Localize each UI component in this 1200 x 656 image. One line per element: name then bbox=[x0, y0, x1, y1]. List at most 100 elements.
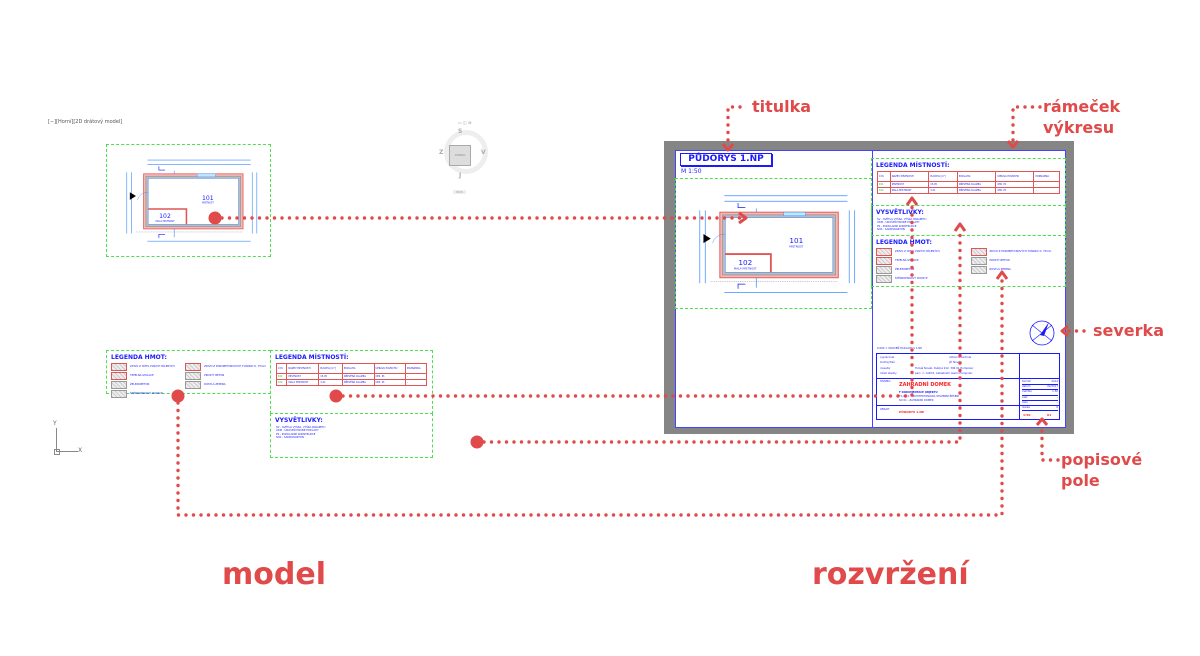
hatch-swatch bbox=[111, 372, 127, 380]
frame-divider bbox=[872, 150, 873, 428]
viewcube-compass-ring[interactable] bbox=[444, 130, 488, 174]
room-102-name: MALÁ MÍSTNOST bbox=[156, 220, 176, 223]
obsah-label: OBSAH: bbox=[880, 408, 891, 411]
floor-plan: 101 MÍSTNOST 102 MALÁ MÍSTNOST bbox=[126, 159, 258, 242]
rooms-cell: OMÍ. P1 bbox=[995, 187, 1035, 194]
connector-legend-rooms bbox=[341, 202, 914, 398]
drawing-scale: M 1:50 bbox=[681, 168, 702, 175]
model-plan-viewport-frame: 101 MÍSTNOST 102 MALÁ MÍSTNOST bbox=[106, 144, 271, 257]
side-label: část bbox=[1022, 395, 1028, 399]
layout-plan-viewport[interactable]: 101 MÍSTNOST 102 MALÁ MÍSTNOST bbox=[675, 178, 872, 309]
misto-value: parc. č. 1425/1, katastrální území Humpo… bbox=[915, 372, 973, 375]
side-value: 2xA4 bbox=[1051, 380, 1058, 383]
arrow-down-icon bbox=[721, 143, 735, 152]
legend-hmot-item: TEPELNÁ IZOLACE bbox=[876, 257, 967, 265]
legend-hmot-label: ŽELEZOBETON bbox=[895, 268, 915, 272]
rooms-cell: – bbox=[1033, 187, 1060, 194]
side-label: datum bbox=[1022, 385, 1031, 389]
legend-hmot-item: TEPELNÁ IZOLACE bbox=[111, 372, 181, 380]
connector-popisove bbox=[1040, 422, 1060, 462]
legend-hmot-item: PROSTÝ BETON bbox=[970, 257, 1062, 265]
marker-legend-hmot bbox=[171, 389, 185, 403]
legend-hmot-list: ZDIVO Z CIHEL PLNÝCH PÁLENÝCH ZDIVO Z POR… bbox=[872, 248, 1065, 283]
arrow-up-icon bbox=[905, 196, 919, 206]
doc-line2: F.1.01.1. ARCHITEKTONICKO-STAVEBNÍ ŘEŠEN… bbox=[899, 395, 960, 398]
hatch-swatch bbox=[876, 257, 892, 265]
title-block[interactable]: 0,000 = ÚROVEŇ PODLAHY V 1.NP vypracoval… bbox=[872, 344, 1066, 428]
obsah-value: PŮDORYS 1.NP bbox=[899, 410, 925, 414]
viewport-controls-icon[interactable]: ▭ ◫ ⊠ bbox=[458, 120, 472, 125]
callout-ramecek-1: rámeček bbox=[1043, 97, 1121, 116]
viewcube-face-top[interactable]: SHORA bbox=[449, 145, 471, 166]
side-label: formát bbox=[1022, 380, 1031, 383]
vysvetlivky-item: SDK - SÁDROKARTON bbox=[276, 436, 304, 440]
vypracoval-value: Ondřej Plaš bbox=[880, 361, 895, 364]
hatch-swatch bbox=[111, 390, 127, 398]
rooms-cell: MALÁ MÍSTNOST bbox=[889, 187, 930, 194]
hatch-swatch bbox=[111, 381, 127, 389]
legend-hmot-label: ZDIVO Z POROBETONOVÝCH TVÁRNIC tl. 75mm bbox=[989, 250, 1052, 254]
arrow-up-icon bbox=[995, 270, 1009, 280]
title-block-side-row: číslo– bbox=[1022, 401, 1058, 406]
callout-severka: severka bbox=[1093, 321, 1164, 340]
side-label: číslo bbox=[1022, 400, 1028, 404]
legend-hmot-item: ŠTĚRKOPÍSKOVÝ PODSYP bbox=[111, 390, 181, 398]
legend-hmot-label: ŠTĚRKOPÍSKOVÝ PODSYP bbox=[130, 392, 163, 396]
viewcube[interactable]: S Z V J SHORA WCS ▭ ◫ ⊠ bbox=[436, 120, 496, 199]
side-value: 1:50 bbox=[1052, 390, 1058, 394]
misto-label: místo stavby bbox=[880, 372, 897, 375]
doc-line1: F DOKUMENTACE OBJEKTU bbox=[899, 391, 938, 394]
legend-rooms-title: LEGENDA MÍSTNOSTÍ: bbox=[275, 354, 349, 361]
legend-hmot-label: PROSTÝ BETON bbox=[989, 259, 1010, 263]
room-102-number: 102 bbox=[159, 213, 171, 220]
legend-hmot-item: PROSTÝ BETON bbox=[185, 372, 266, 380]
legend-rooms-title: LEGENDA MÍSTNOSTÍ: bbox=[876, 162, 950, 169]
legend-hmot-item: ŽELEZOBETON bbox=[876, 266, 967, 274]
title-block-side-row: datum 02/2017 bbox=[1022, 385, 1058, 391]
north-arrow-icon bbox=[1029, 320, 1055, 346]
vypracoval-label: vypracoval bbox=[880, 356, 895, 359]
arrow-left-icon bbox=[1060, 324, 1069, 338]
legend-hmot-label: ŠTĚRKOPÍSKOVÝ PODSYP bbox=[895, 277, 928, 281]
compass-south[interactable]: J bbox=[459, 172, 462, 179]
viewport-label[interactable]: [−][Horní][2D drátový model] bbox=[48, 119, 123, 125]
legend-hmot-label: ZDIVO Z POROBETONOVÝCH TVÁRNIC tl. 75mm bbox=[204, 365, 266, 369]
side-value: 0 bbox=[1056, 405, 1058, 409]
compass-west[interactable]: Z bbox=[439, 149, 444, 156]
room-102-name: MALÁ MÍSTNOST bbox=[734, 266, 757, 271]
marker-legend-rooms bbox=[329, 389, 343, 403]
hatch-swatch bbox=[185, 363, 202, 371]
legend-hmot-item: ZDIVO Z CIHEL PLNÝCH PÁLENÝCH bbox=[876, 248, 967, 256]
legend-hmot-label: TEPELNÁ IZOLACE bbox=[895, 259, 919, 263]
ucs-y-label: Y bbox=[53, 420, 57, 427]
callout-popisove-1: popisové bbox=[1061, 450, 1143, 469]
room-102-number: 102 bbox=[738, 258, 752, 267]
model-vysvetlivky: VYSVĚTLIVKY:SV - SVĚTLÁ VÝŠKA, VÝŠKA PAR… bbox=[270, 413, 433, 458]
hatch-swatch bbox=[111, 363, 127, 371]
compass-north[interactable]: S bbox=[458, 128, 463, 135]
rooms-cell: MALÁ MÍSTNOST bbox=[286, 379, 320, 386]
legend-hmot-label: TEPELNÁ IZOLACE bbox=[130, 374, 154, 378]
hatch-swatch bbox=[970, 248, 987, 256]
arrow-right-icon bbox=[738, 211, 748, 225]
vysvetlivky-item: SV - SVĚTLÁ VÝŠKA, VÝŠKA PARAPETU bbox=[276, 426, 326, 429]
legend-hmot-title: LEGENDA HMOT: bbox=[876, 239, 932, 246]
callout-popisove-2: pole bbox=[1061, 471, 1100, 490]
room-101-name: MÍSTNOST bbox=[202, 202, 214, 205]
compass-east[interactable]: V bbox=[481, 149, 486, 156]
layout-legend-hmot[interactable]: LEGENDA HMOT: ZDIVO Z CIHEL PLNÝCH PÁLENÝ… bbox=[871, 235, 1066, 287]
rooms-cell: 102 bbox=[275, 379, 288, 386]
vysvetlivky-item: PS - PODKLADNÍ KONSTRUKCE bbox=[877, 224, 917, 228]
connector-ramecek bbox=[1011, 105, 1042, 144]
legend-hmot-item: ZDIVO Z POROBETONOVÝCH TVÁRNIC tl. 75mm bbox=[970, 248, 1062, 256]
investor-value: Tomáš Novák, Květná 212, 396 01 Humpolec bbox=[915, 367, 974, 370]
hatch-swatch bbox=[876, 266, 892, 274]
wcs-menu[interactable]: WCS bbox=[453, 190, 466, 194]
vysvetlivky-item: SDK - SÁDROKARTON bbox=[877, 228, 905, 232]
side-value: 02/2017 bbox=[1047, 385, 1058, 389]
kontrola-label: odborná kontrola bbox=[949, 356, 972, 359]
